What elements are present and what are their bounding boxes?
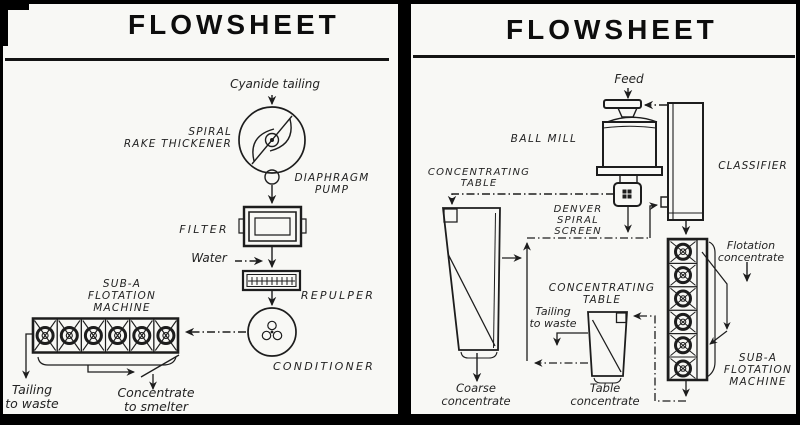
label-concentrate-to-smelter: Concentrate to smelter (117, 385, 195, 414)
right-panel-title: FLOWSHEET (506, 14, 718, 45)
cleaner-return-lines (702, 252, 731, 345)
label-ball-mill: BALL MILL (510, 133, 578, 145)
label-tailing-to-waste-right: Tailing to waste (529, 305, 577, 331)
filter-icon (239, 207, 306, 246)
mill-discharge-to-table-line (447, 194, 614, 206)
label-spiral-rake-thickener: SPIRAL RAKE THICKENER (123, 126, 232, 150)
spiral-rake-thickener-icon (239, 107, 305, 173)
repulper-icon (243, 271, 300, 290)
label-flotation-machine-right: SUB-A FLOTATION MACHINE (723, 352, 793, 388)
label-water: Water (191, 251, 227, 265)
concentrating-table-upper-icon (443, 208, 500, 358)
flotation-machine-vertical-icon (668, 239, 715, 380)
tailing-to-waste-line-left (22, 334, 33, 380)
label-repulper: REPULPER (300, 289, 376, 302)
label-coarse-concentrate: Coarse concentrate (441, 381, 511, 408)
label-table-concentrate: Table concentrate (570, 381, 640, 408)
ball-mill-icon (597, 100, 662, 206)
left-panel-title: FLOWSHEET (128, 9, 340, 40)
label-cyanide-tailing: Cyanide tailing (230, 77, 320, 91)
concentrate-to-smelter-lines (88, 355, 179, 391)
label-feed: Feed (614, 72, 644, 86)
flotation-machine-horizontal-icon (33, 319, 178, 366)
label-classifier: CLASSIFIER (718, 160, 788, 172)
label-flotation-machine-left: SUB-A FLOTATION MACHINE (87, 278, 157, 314)
spiral-screen-lines (523, 202, 659, 367)
label-tailing-to-waste-left: Tailing to waste (5, 382, 59, 411)
left-flowsheet-panel (3, 4, 398, 414)
label-conditioner: CONDITIONER (273, 360, 375, 373)
label-diaphragm-pump: DIAPHRAGM PUMP (294, 172, 370, 196)
label-filter: FILTER (179, 223, 229, 236)
scan-corner-artifact (3, 4, 29, 46)
label-concentrating-table-upper: CONCENTRATING TABLE (427, 167, 531, 190)
label-denver-spiral-screen: DENVER SPIRAL SCREEN (553, 204, 603, 238)
right-title-rule (413, 55, 795, 58)
conditioner-icon (248, 308, 296, 356)
table-lower-tailing-line (553, 333, 588, 347)
label-concentrating-table-lower: CONCENTRATING TABLE (548, 282, 656, 306)
diaphragm-pump-icon (265, 170, 279, 184)
machine-tailing-to-table-lines (632, 312, 690, 401)
classifier-icon (661, 103, 703, 220)
right-flowsheet-panel (411, 4, 796, 414)
concentrating-table-lower-icon (588, 312, 627, 383)
label-flotation-concentrate: Flotation concentrate (717, 239, 785, 265)
left-title-rule (5, 58, 389, 61)
